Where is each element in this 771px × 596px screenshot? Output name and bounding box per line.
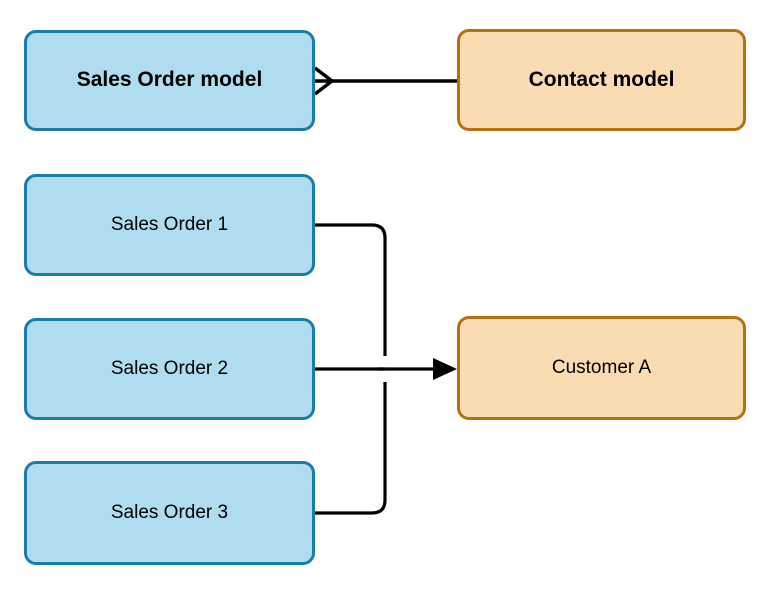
- edge-order-3-to-customer: [315, 382, 387, 515]
- node-customer-a[interactable]: Customer A: [457, 316, 746, 420]
- node-sales-order-2[interactable]: Sales Order 2: [24, 318, 315, 420]
- node-contact-model[interactable]: Contact model: [457, 29, 746, 131]
- node-sales-order-1[interactable]: Sales Order 1: [24, 174, 315, 276]
- node-label-sales-order-model: Sales Order model: [76, 68, 263, 92]
- node-sales-order-model[interactable]: Sales Order model: [24, 30, 315, 131]
- arrowhead-icon: [433, 358, 457, 380]
- node-sales-order-3[interactable]: Sales Order 3: [24, 461, 315, 565]
- crows-foot-icon: [313, 66, 334, 96]
- edge-model-relationship: [313, 66, 457, 96]
- node-label-contact-model: Contact model: [528, 67, 675, 91]
- node-label-customer-a: Customer A: [551, 357, 652, 379]
- edge-order-1-to-customer: [315, 223, 387, 356]
- node-label-sales-order-3: Sales Order 3: [110, 502, 229, 524]
- node-label-sales-order-1: Sales Order 1: [110, 214, 229, 236]
- node-label-sales-order-2: Sales Order 2: [110, 358, 229, 380]
